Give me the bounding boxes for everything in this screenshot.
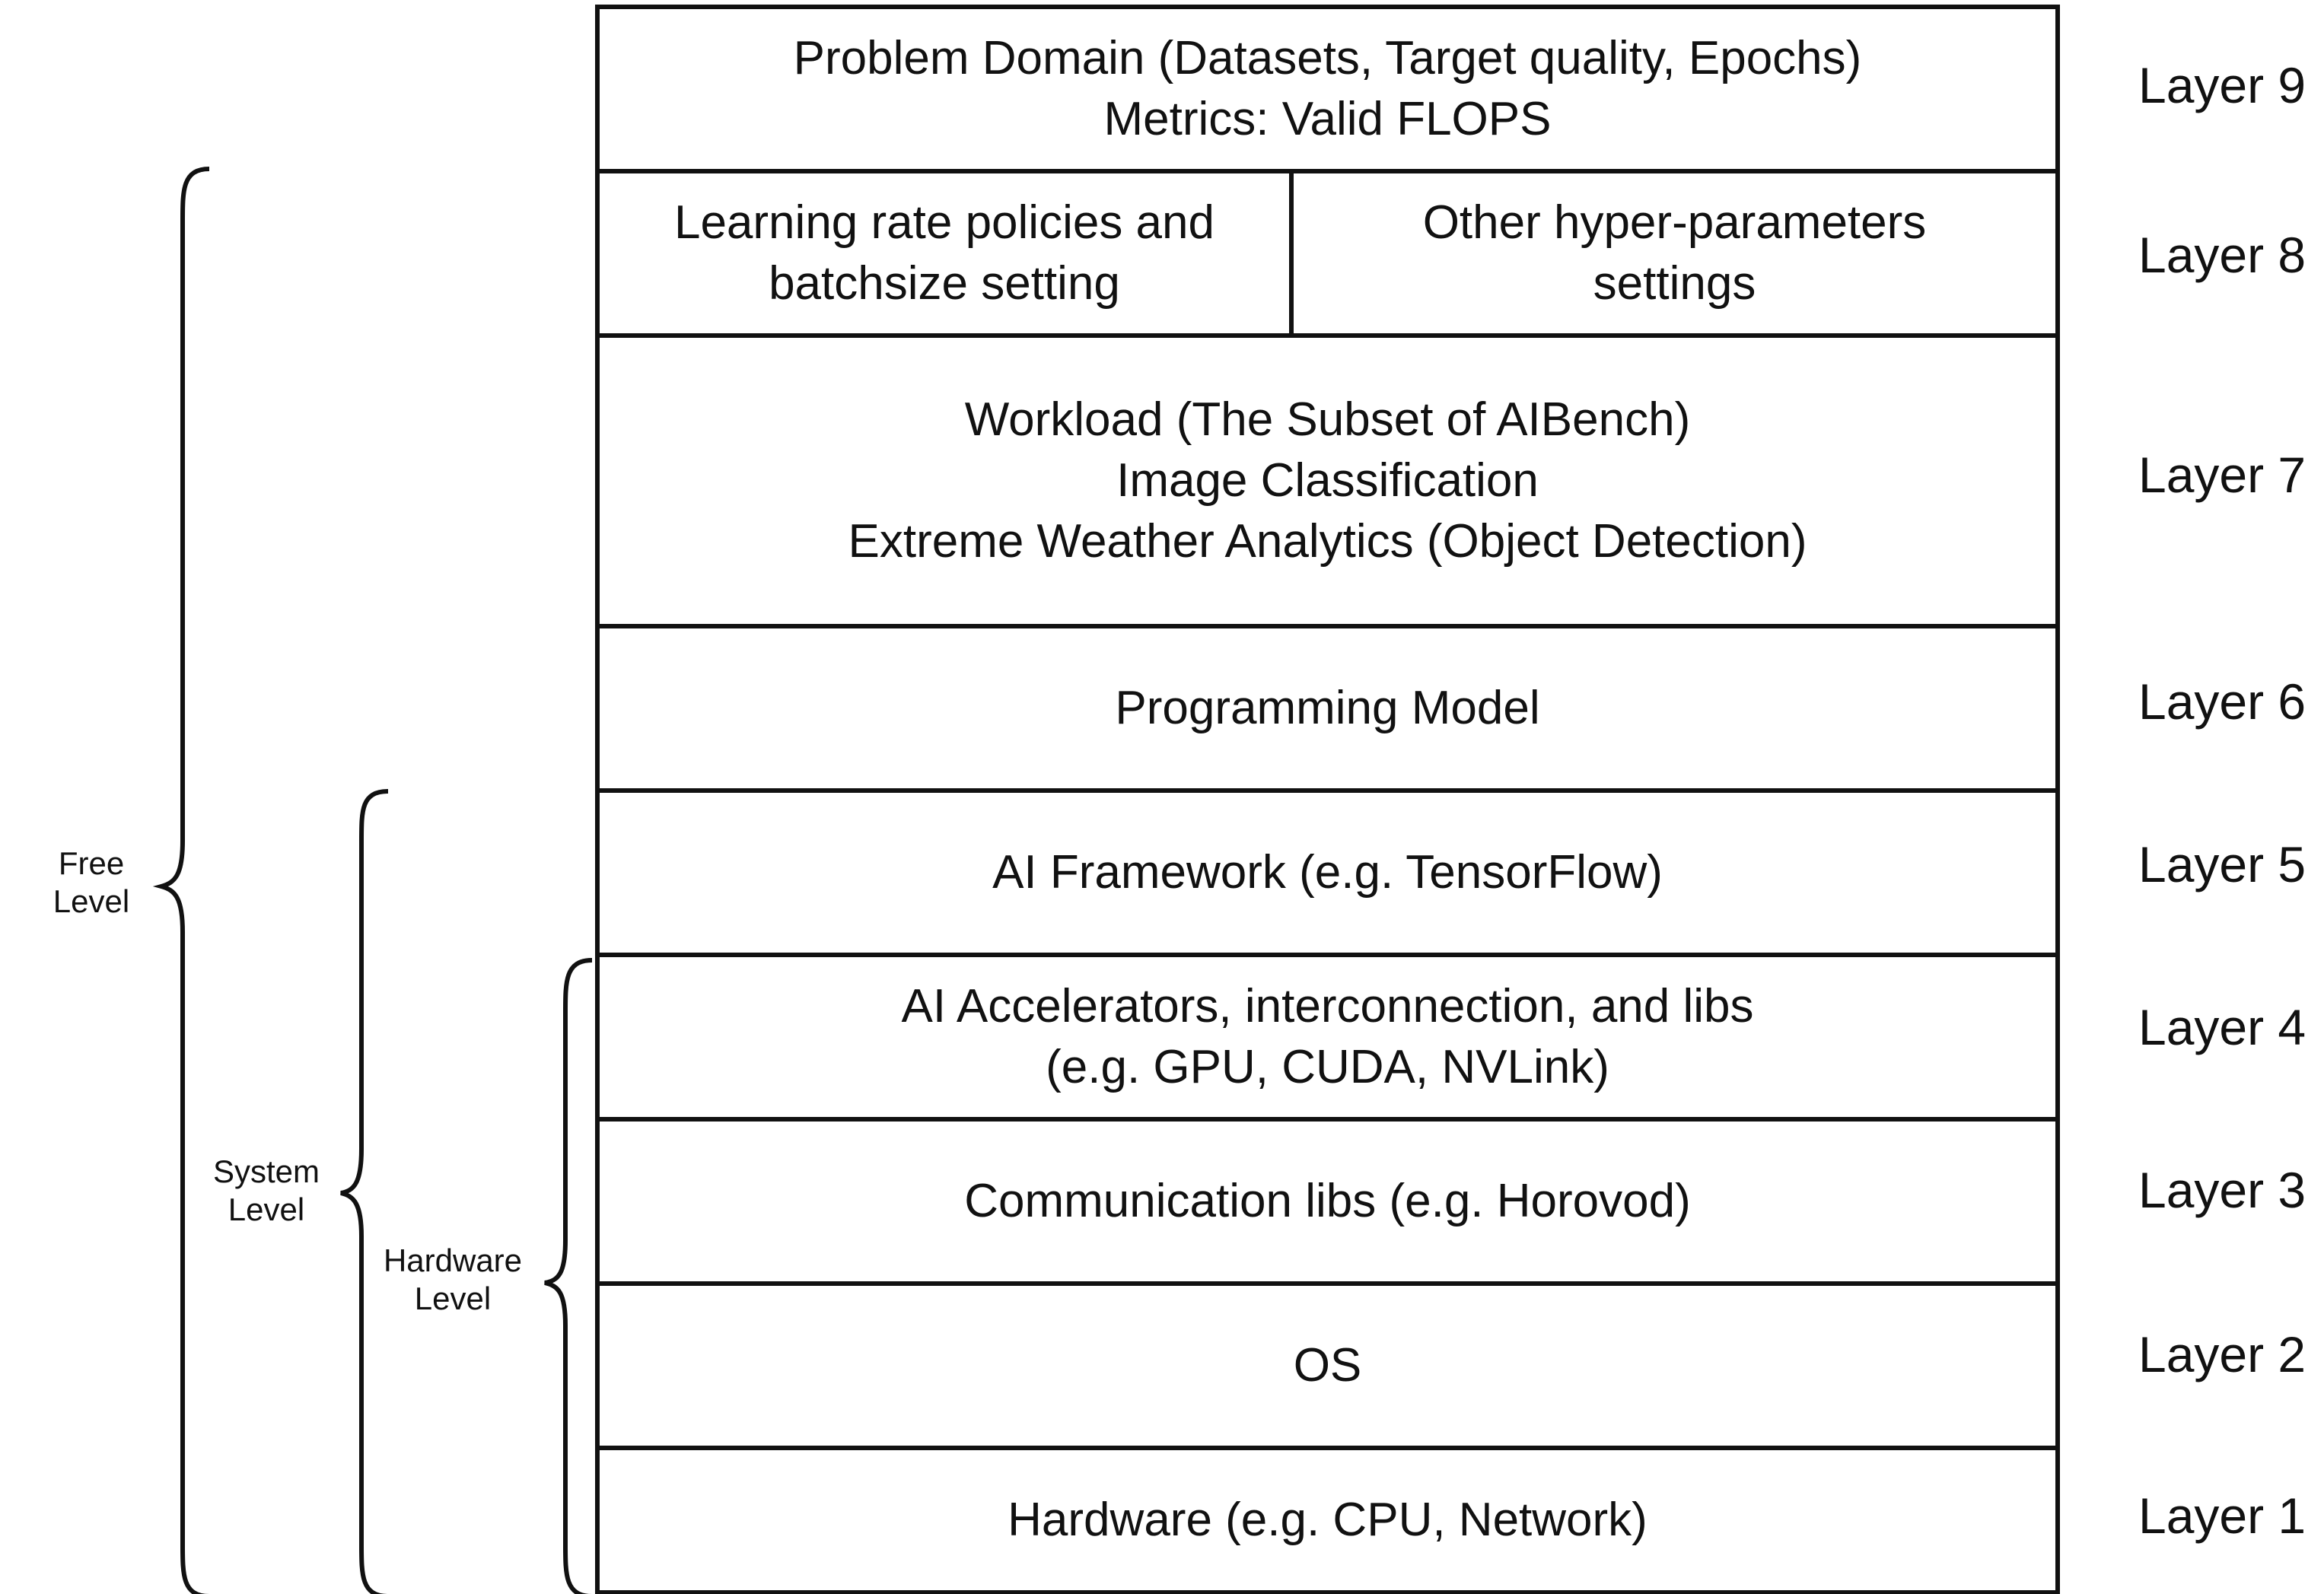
- hardware-level-brace: [544, 958, 593, 1594]
- layer-5-label: Layer 5: [2138, 836, 2306, 892]
- layer-8-learning-rate-cell: Learning rate policies and batchsize set…: [600, 173, 1294, 333]
- system-level-label: System Level: [212, 1153, 320, 1227]
- layer-4-box: AI Accelerators, interconnection, and li…: [595, 953, 2060, 1122]
- layer-1-box: Hardware (e.g. CPU, Network): [595, 1446, 2060, 1594]
- layer-1-label: Layer 1: [2138, 1487, 2306, 1544]
- layer-3-box: Communication libs (e.g. Horovod): [595, 1117, 2060, 1286]
- layer-8-box: Learning rate policies and batchsize set…: [595, 169, 2060, 338]
- system-level-brace: [340, 789, 389, 1594]
- layer-4-label: Layer 4: [2138, 999, 2306, 1055]
- layer-9-label: Layer 9: [2138, 57, 2306, 113]
- layer-8-label: Layer 8: [2138, 227, 2306, 283]
- layer-9-box: Problem Domain (Datasets, Target quality…: [595, 5, 2060, 173]
- layer-6-label: Layer 6: [2138, 673, 2306, 730]
- layer-7-box: Workload (The Subset of AIBench) Image C…: [595, 333, 2060, 628]
- hardware-level-label: Hardware Level: [383, 1242, 523, 1316]
- layer-3-label: Layer 3: [2138, 1162, 2306, 1218]
- layer-stack: Problem Domain (Datasets, Target quality…: [595, 5, 2060, 1594]
- layer-2-label: Layer 2: [2138, 1326, 2306, 1382]
- layer-5-box: AI Framework (e.g. TensorFlow): [595, 788, 2060, 957]
- layer-6-box: Programming Model: [595, 624, 2060, 793]
- layer-2-box: OS: [595, 1281, 2060, 1450]
- free-level-brace: [152, 167, 210, 1594]
- layer-7-label: Layer 7: [2138, 447, 2306, 503]
- free-level-label: Free Level: [53, 845, 130, 919]
- layer-8-hyperparameters-cell: Other hyper-parameters settings: [1422, 196, 1927, 310]
